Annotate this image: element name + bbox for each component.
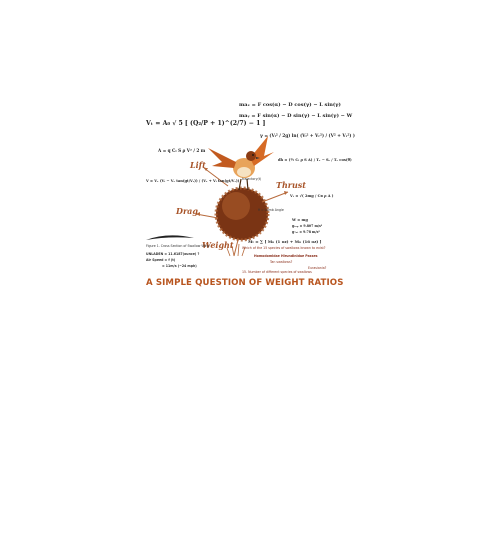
equation-may: maᵧ = F sin(α) − D sin(γ) − L sin(γ) − W [239,113,353,119]
label-lift: Lift [190,160,206,170]
annotation-climb-angle: θ = Climb Angle [258,208,284,212]
label-weight: Weight [202,240,234,250]
lift-arrow [203,167,229,187]
label-drag: Drag [176,206,198,216]
wing-cross-section [146,235,194,240]
annotation-question: Which of the 15 species of swallows know… [242,246,326,250]
annotation-speed-value: = 11m/s (~24 mph) [162,264,197,268]
annotation-trajectory: trajectory(t) [242,177,262,181]
annotation-asian: Eurasiania? [308,266,327,270]
weight-arrow [233,239,239,257]
thrust-arrow [261,191,289,203]
bird-leg-left [238,178,242,191]
equation-dh: dh = (½ Cₗ ρ S A) / Tᵣ − Sᵣ / Tᵣ cos(θ) [278,158,352,162]
headline: A SIMPLE QUESTION OF WEIGHT RATIOS [146,278,344,288]
annotation-speed: Air Speed = f (t) [146,258,176,262]
annotation-domestic: Homodomidae Hirundinidae Passes [254,254,318,258]
illustration-graphics [146,136,289,257]
coconut-highlight [222,192,250,220]
bird-eye [252,154,254,156]
equation-mt: Mₜ = ∑ [ Mₙ (1 oz) + Mₙ (16 oz) ] [248,239,322,244]
bird-leg-right [246,178,249,191]
equation-w-mg: W = mg [292,218,308,222]
equation-g-top: gₜₒₚ = 9.807 m/s² [292,224,323,228]
annotation-african: Tan swallows? [270,260,293,264]
annotation-wing-caption: Figure 1. Cross Section of Swallow Wing [146,244,210,248]
annotation-footnote: 15. Number of different species of swall… [242,270,312,274]
equation-lift: A = q Cₗ S ρ V² / 2 m [158,148,206,153]
equation-g-bot: g₇ₒₜ = 9.78 m/s² [292,230,320,234]
illustration: maₓ = F cos(α) − D cos(γ) − L sin(γ) maᵧ… [138,96,355,300]
label-thrust: Thrust [276,180,306,190]
equation-vt2: Vₜ = √( 2mg / Cᴅ ρ A ) [290,194,334,198]
annotation-unladen: UNLADEN = 11.6187(ounce) ? [146,252,200,256]
coconut-fiber [214,186,270,242]
bird-wing-left [208,148,236,168]
equation-v: V = Vᵣ (Vᵢ − Vᵣ tan(gt/Vᵣ)) / (Vᵣ + Vᵢ t… [146,179,240,183]
equation-max: maₓ = F cos(α) − D cos(γ) − L sin(γ) [239,102,341,108]
bird-beak [256,157,260,159]
equation-gamma: γ = (Vᵢ² / 2g) ln( (Vᵢ² + Vᵣ²) / (V² + V… [260,134,355,139]
equation-vt: Vₜ = A₀ √ 5 [ (Q₂/P + 1)^(2/7) − 1 ] [146,120,266,127]
bird-wing-right [250,136,274,166]
grass [226,243,246,257]
bird-belly [237,167,251,177]
bird-head [246,151,256,161]
